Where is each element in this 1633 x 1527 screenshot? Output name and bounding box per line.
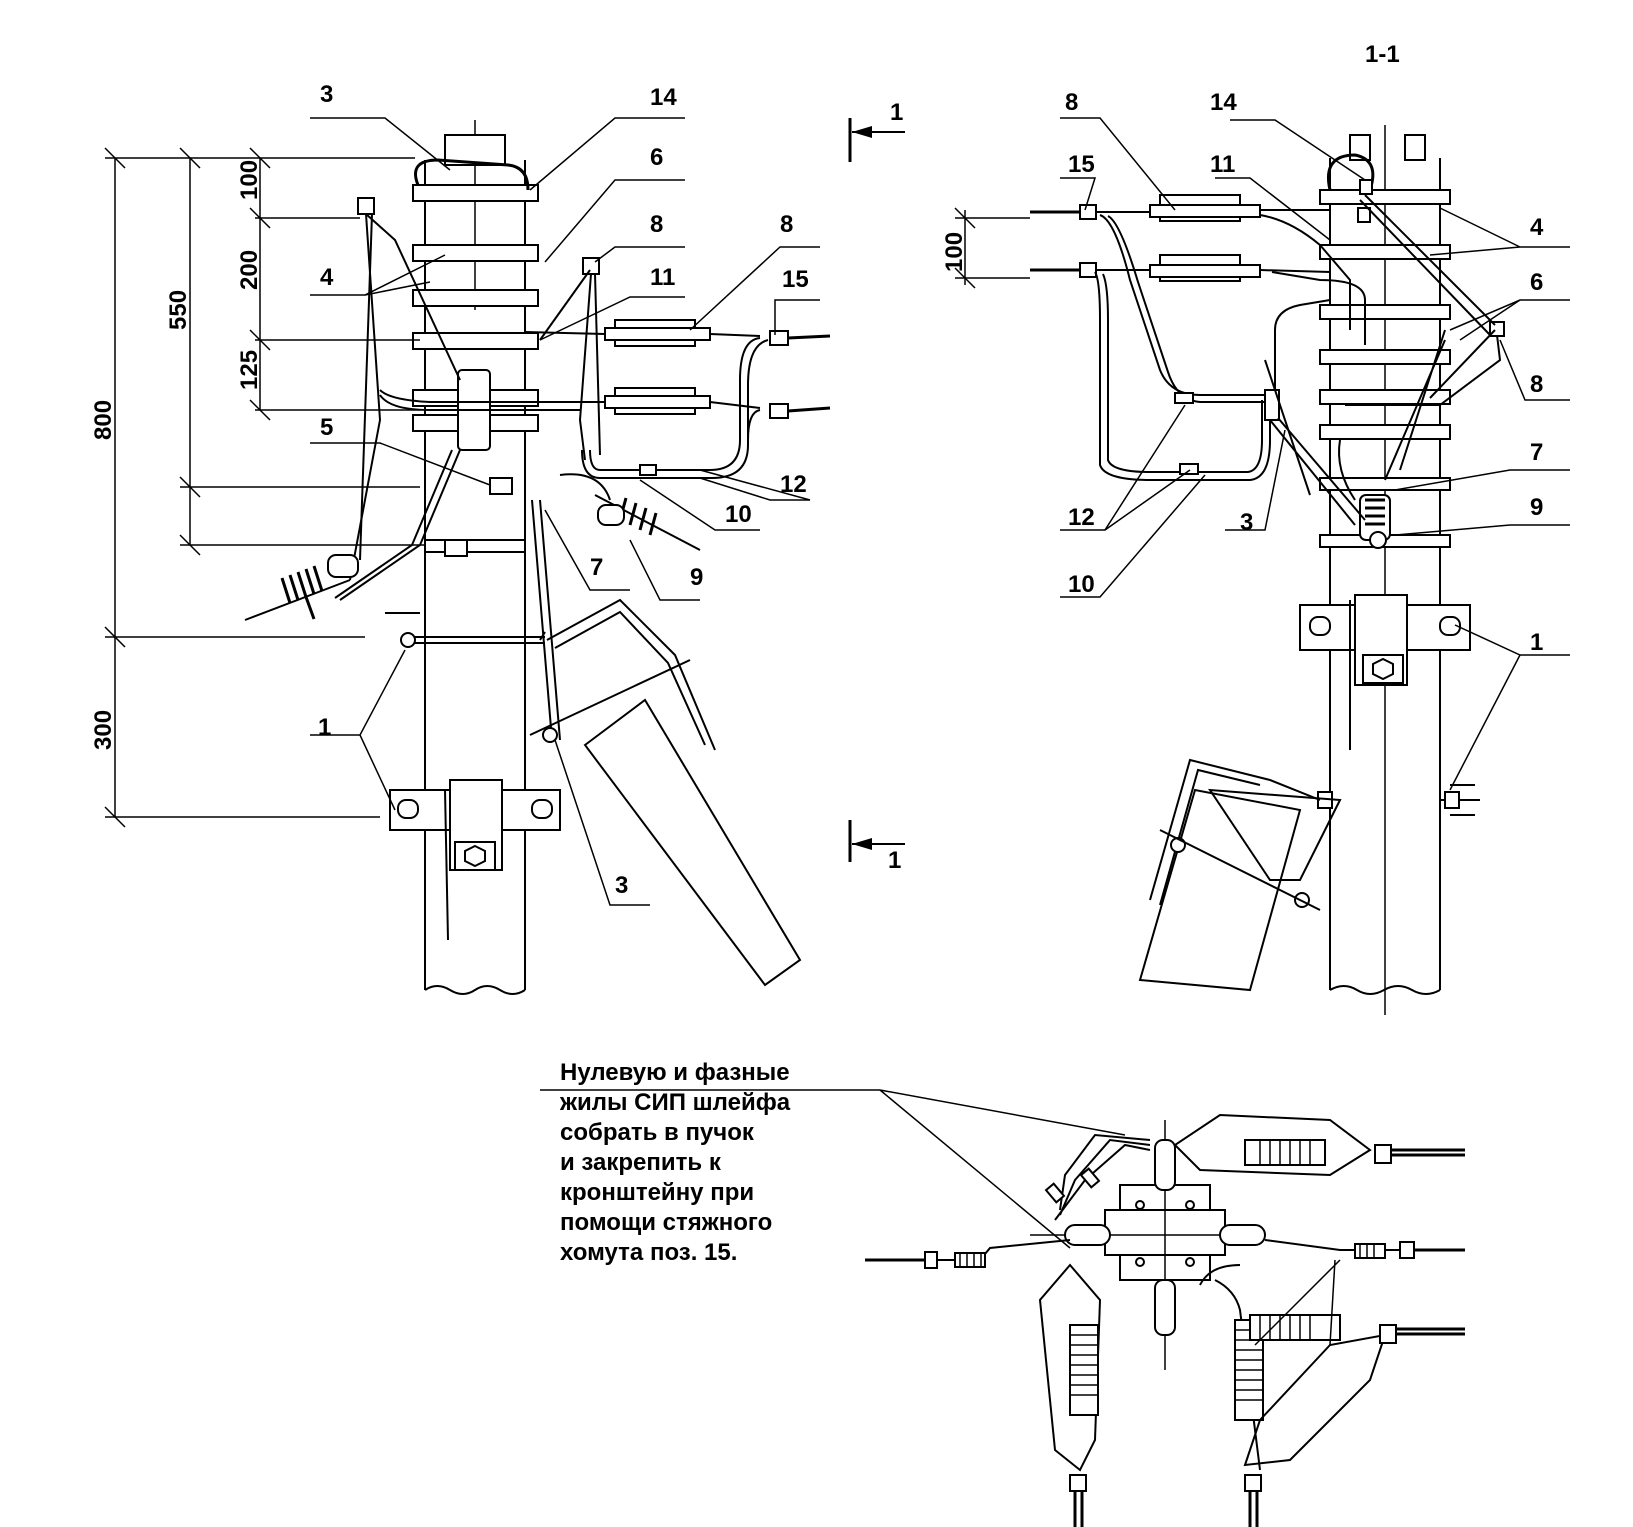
label-11: 11: [650, 264, 675, 291]
label-8b: 8: [780, 211, 793, 238]
label-12: 12: [780, 471, 807, 498]
section-marker-bottom: 1: [888, 847, 901, 874]
right-label-8: 8: [1065, 89, 1078, 116]
right-label-14: 14: [1210, 89, 1237, 116]
left-sip-clamps: [524, 319, 831, 479]
bottom-detail: [540, 1089, 1465, 1527]
label-3-top: 3: [320, 81, 333, 108]
dim-100-right: 100: [941, 232, 968, 272]
section-title: 1-1: [1365, 41, 1400, 68]
right-insulator: [559, 473, 701, 551]
assembly-note: Нулевую и фазные жилы СИП шлейфа собрать…: [560, 1058, 830, 1268]
left-wires: [244, 118, 905, 862]
right-label-10: 10: [1068, 571, 1095, 598]
right-pole: [1299, 125, 1480, 1015]
label-6: 6: [650, 144, 663, 171]
label-3-bottom: 3: [615, 872, 628, 899]
dim-800: 800: [90, 400, 117, 440]
label-4: 4: [320, 264, 334, 291]
right-label-8b: 8: [1530, 371, 1543, 398]
label-14: 14: [650, 84, 677, 111]
right-label-4: 4: [1530, 214, 1544, 241]
label-10: 10: [725, 501, 752, 528]
section-marker-top: 1: [890, 99, 903, 126]
left-bracket: [385, 499, 802, 987]
dim-100: 100: [236, 160, 263, 200]
dim-550: 550: [165, 290, 192, 330]
note-line-1: Нулевую и фазные: [560, 1059, 790, 1086]
right-label-15: 15: [1068, 151, 1095, 178]
left-insulator: [244, 554, 359, 621]
label-1: 1: [318, 714, 331, 741]
label-15: 15: [782, 266, 809, 293]
right-label-11: 11: [1210, 151, 1235, 178]
right-label-12: 12: [1068, 504, 1095, 531]
right-label-6: 6: [1530, 269, 1543, 296]
label-8a: 8: [650, 211, 663, 238]
dim-125: 125: [236, 350, 263, 390]
right-wires: [1030, 153, 1505, 992]
label-9: 9: [690, 564, 703, 591]
label-7: 7: [590, 554, 603, 581]
left-dimensions: [104, 147, 425, 828]
right-dimensions: [954, 207, 1030, 289]
note-line-4: и закрепить к: [560, 1149, 721, 1176]
dim-300: 300: [90, 710, 117, 750]
right-label-7: 7: [1530, 439, 1543, 466]
right-label-9: 9: [1530, 494, 1543, 521]
left-leaders: [310, 117, 820, 906]
right-label-1: 1: [1530, 629, 1543, 656]
dim-200: 200: [236, 250, 263, 290]
note-line-7: хомута поз. 15.: [560, 1239, 738, 1266]
right-label-3: 3: [1240, 509, 1253, 536]
note-line-6: помощи стяжного: [560, 1209, 773, 1236]
note-line-3: собрать в пучок: [560, 1119, 754, 1146]
note-line-2: жилы СИП шлейфа: [560, 1089, 791, 1116]
right-leaders: [1060, 117, 1570, 791]
note-line-5: кронштейну при: [560, 1179, 755, 1206]
label-5: 5: [320, 414, 333, 441]
